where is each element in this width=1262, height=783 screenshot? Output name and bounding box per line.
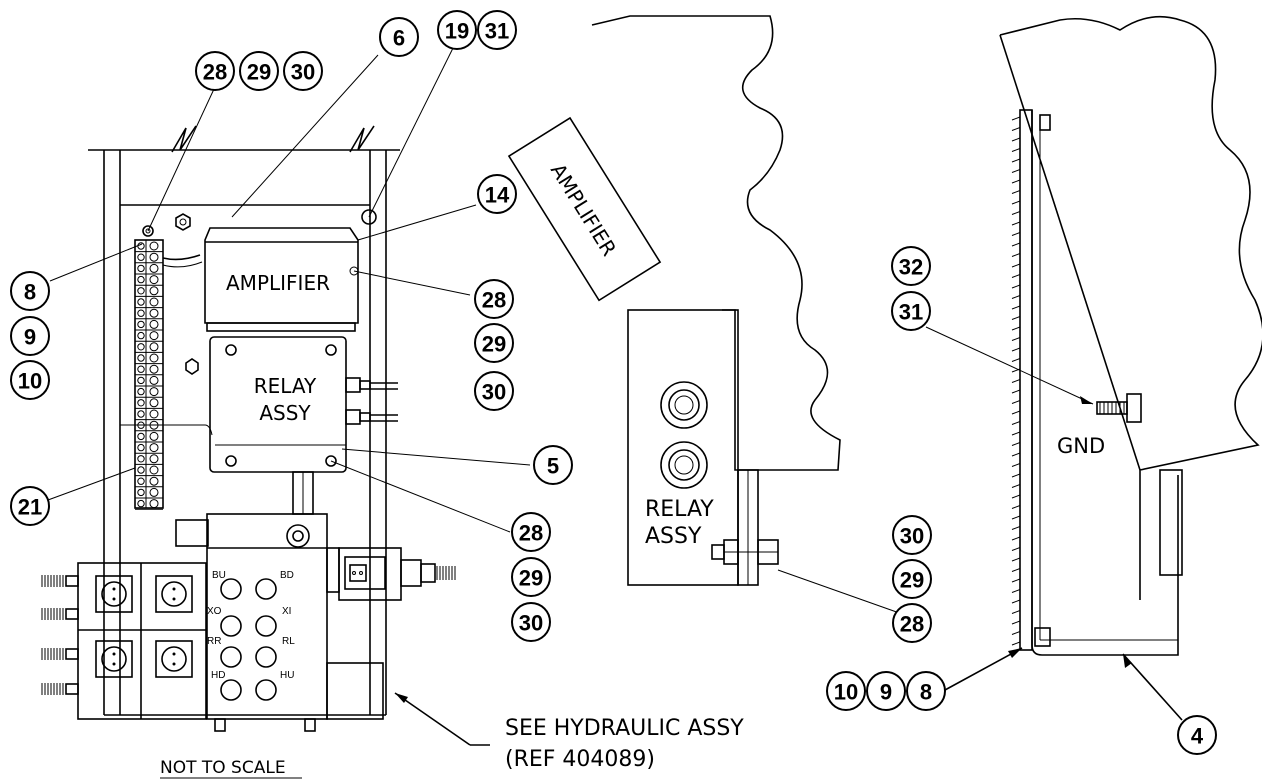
callout-9-bottom: 9 xyxy=(866,671,906,711)
callout-29-amp: 29 xyxy=(474,323,514,363)
port-bu-label: BU xyxy=(212,570,226,581)
relay-assy-front: RELAY ASSY xyxy=(120,336,398,473)
svg-text:10: 10 xyxy=(834,680,858,705)
callouts: 6 19 31 28 29 30 14 8 9 10 28 29 30 5 21… xyxy=(10,10,1217,755)
callout-28-side: 28 xyxy=(892,603,932,643)
callout-28-amp: 28 xyxy=(474,279,514,319)
callout-10-left: 10 xyxy=(10,360,50,400)
relay-side-line2: ASSY xyxy=(645,524,702,549)
svg-text:28: 28 xyxy=(482,288,506,313)
coil-valves xyxy=(41,562,207,720)
svg-text:30: 30 xyxy=(291,60,315,85)
svg-text:28: 28 xyxy=(900,612,924,637)
svg-text:10: 10 xyxy=(18,369,42,394)
svg-text:8: 8 xyxy=(24,280,36,305)
callout-21: 21 xyxy=(10,486,50,526)
relay-label-line2: ASSY xyxy=(259,401,311,425)
callout-31-top: 31 xyxy=(477,10,517,50)
callout-9-left: 9 xyxy=(10,316,50,356)
callout-10-bottom: 10 xyxy=(826,671,866,711)
svg-text:19: 19 xyxy=(445,19,469,44)
svg-text:14: 14 xyxy=(485,183,510,208)
svg-text:30: 30 xyxy=(900,524,924,549)
relay-label-line1: RELAY xyxy=(254,374,317,398)
port-rl-label: RL xyxy=(282,636,295,647)
svg-text:29: 29 xyxy=(519,566,543,591)
not-to-scale-label: NOT TO SCALE xyxy=(160,758,286,778)
note-line2: (REF 404089) xyxy=(505,747,655,772)
svg-text:5: 5 xyxy=(547,454,559,479)
svg-text:21: 21 xyxy=(18,495,42,520)
port-hu-label: HU xyxy=(280,670,294,681)
callout-30-amp: 30 xyxy=(474,371,514,411)
svg-text:9: 9 xyxy=(880,680,892,705)
relay-side-line1: RELAY xyxy=(645,497,714,522)
callout-4: 4 xyxy=(1177,715,1217,755)
callout-29-top: 29 xyxy=(239,51,279,91)
gnd-label: GND xyxy=(1057,434,1105,458)
callout-28-top: 28 xyxy=(195,51,235,91)
svg-text:30: 30 xyxy=(482,380,506,405)
callout-8-bottom: 8 xyxy=(906,671,946,711)
note-line1: SEE HYDRAULIC ASSY xyxy=(505,716,744,741)
svg-text:28: 28 xyxy=(203,60,227,85)
amplifier-side: AMPLIFIER xyxy=(507,116,662,302)
port-hd-label: HD xyxy=(211,670,225,681)
callout-29-relay: 29 xyxy=(511,557,551,597)
svg-text:31: 31 xyxy=(485,19,509,44)
svg-text:29: 29 xyxy=(482,332,506,357)
end-view: GND xyxy=(925,15,1262,721)
port-xi-label: XI xyxy=(282,606,291,617)
callout-5: 5 xyxy=(533,445,573,485)
callout-6: 6 xyxy=(379,17,419,57)
amplifier-front: AMPLIFIER xyxy=(204,227,359,332)
terminal-strip xyxy=(134,239,164,510)
callout-30-side: 30 xyxy=(892,515,932,555)
callout-29-side: 29 xyxy=(892,559,932,599)
side-view: AMPLIFIER RELAY ASSY xyxy=(507,15,906,616)
svg-text:9: 9 xyxy=(24,325,36,350)
svg-text:28: 28 xyxy=(519,521,543,546)
callout-31-gnd: 31 xyxy=(891,291,931,331)
port-bd-label: BD xyxy=(280,570,294,581)
callout-30-relay: 30 xyxy=(511,602,551,642)
svg-text:30: 30 xyxy=(519,611,543,636)
callout-19: 19 xyxy=(437,10,477,50)
svg-text:8: 8 xyxy=(920,680,932,705)
front-view: AMPLIFIER RELAY ASSY xyxy=(41,35,744,779)
svg-text:31: 31 xyxy=(899,300,923,325)
hydraulic-manifold: BU BD XO XI RR RL HD HU xyxy=(175,513,456,732)
callout-28-relay: 28 xyxy=(511,512,551,552)
amplifier-label: AMPLIFIER xyxy=(226,271,330,295)
svg-text:29: 29 xyxy=(900,568,924,593)
callout-8-left: 8 xyxy=(10,271,50,311)
callout-14: 14 xyxy=(477,174,517,214)
port-rr-label: RR xyxy=(207,636,221,647)
callout-30-top: 30 xyxy=(283,51,323,91)
svg-text:4: 4 xyxy=(1191,724,1204,749)
svg-text:29: 29 xyxy=(247,60,271,85)
svg-text:32: 32 xyxy=(899,255,923,280)
svg-text:6: 6 xyxy=(393,26,405,51)
callout-32: 32 xyxy=(891,246,931,286)
port-xo-label: XO xyxy=(207,606,222,617)
